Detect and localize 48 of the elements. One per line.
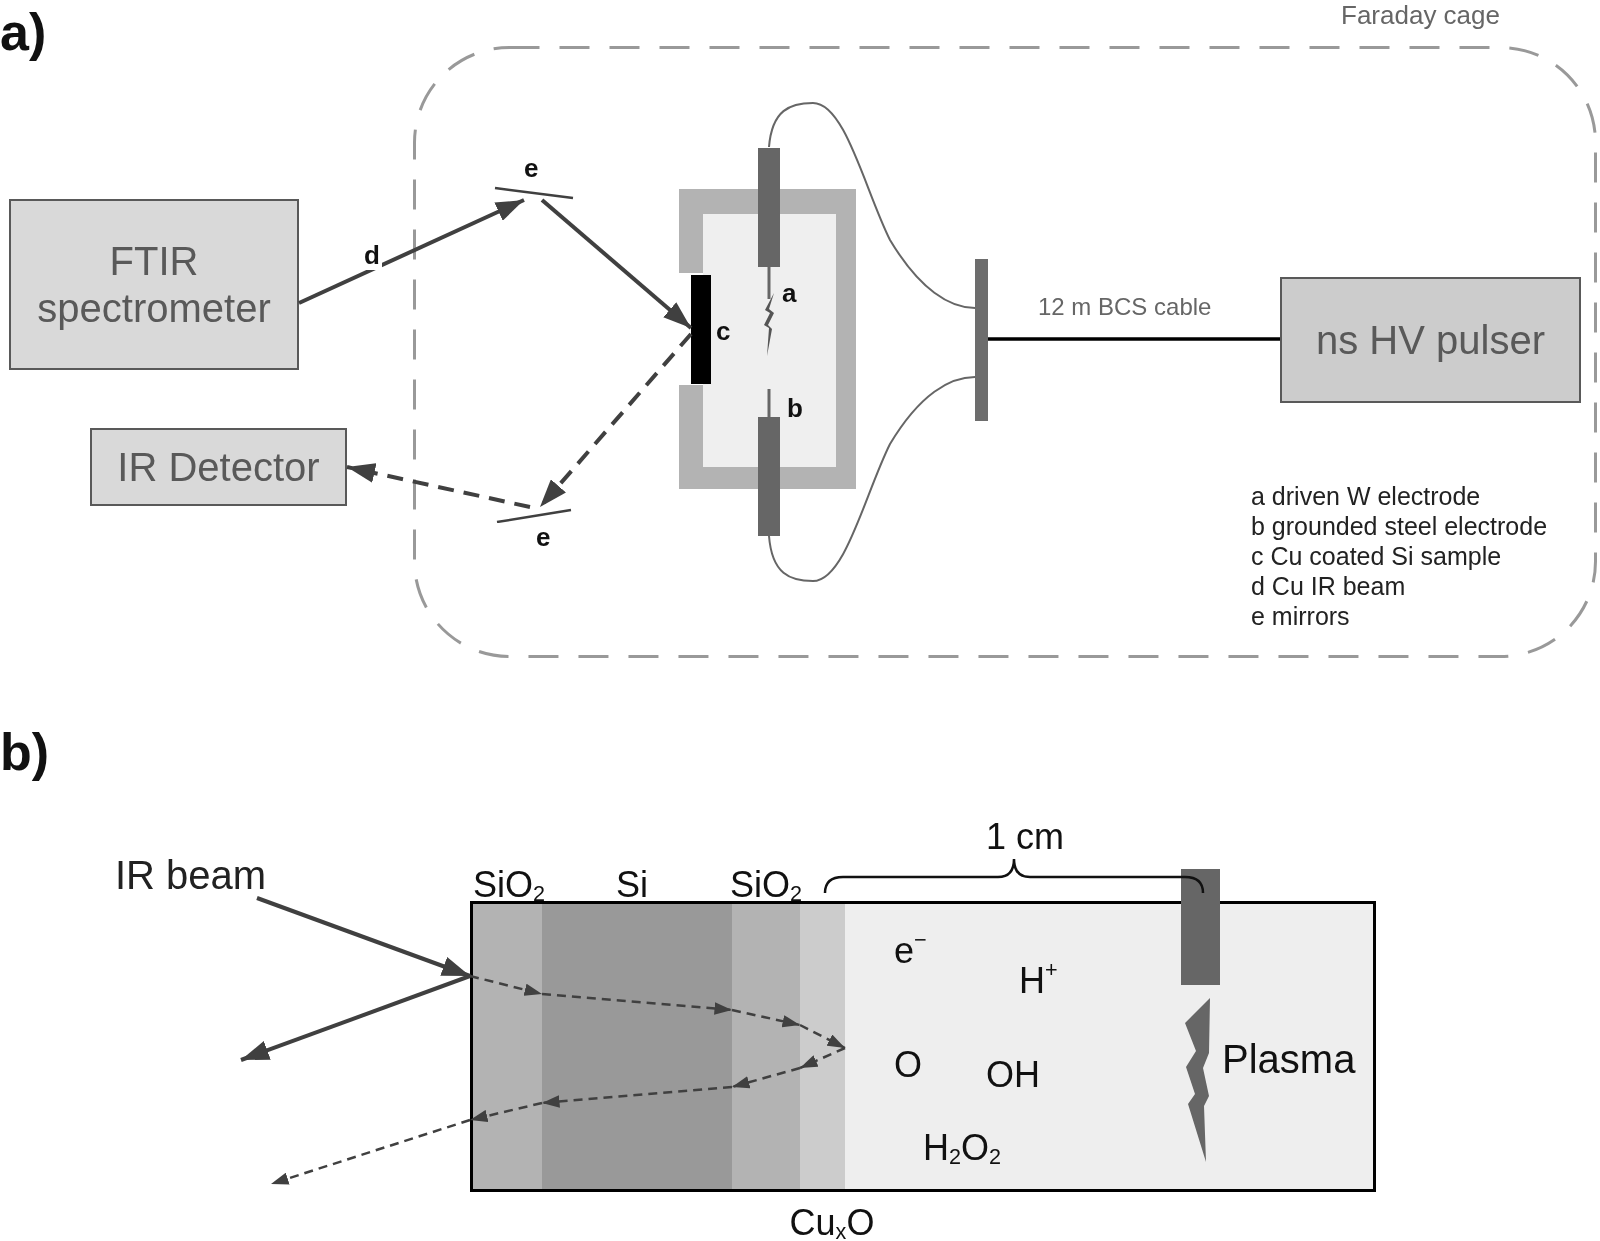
layer-label: Si: [616, 864, 648, 905]
wire: [768, 376, 976, 582]
sample-label: c: [716, 316, 731, 346]
species-label: e$^{−}$: [894, 930, 927, 971]
layer-label: Cu$_{x}$O: [789, 1202, 875, 1241]
mirror-label: e: [536, 522, 551, 552]
dashed-beam-arrow: [541, 1085, 733, 1108]
key-text: b grounded steel electrode: [1251, 512, 1548, 541]
layer-label: SiO$_{2}$: [730, 864, 802, 905]
layer-label: SiO$_{2}$: [473, 864, 545, 905]
key-text: e mirrors: [1251, 602, 1350, 631]
beam-arrow: [298, 198, 525, 305]
beam-arrow: [240, 974, 471, 1062]
beam-label: IR beam: [113, 852, 273, 898]
mirror-label: e: [524, 153, 539, 183]
beam-arrow: [256, 896, 471, 978]
dashed-beam-arrow: [346, 463, 531, 509]
dashed-beam-arrow: [469, 974, 543, 996]
dashed-beam-arrow: [799, 1023, 846, 1050]
plasma-region: [845, 901, 1376, 1192]
dashed-beam-arrow: [538, 332, 693, 509]
dashed-beam-arrow: [799, 1046, 846, 1070]
instrument-box: IR Detector: [90, 428, 347, 506]
dimension-label: 1 cm: [986, 816, 1064, 857]
cable-line: [988, 337, 1280, 341]
electrode-label: b: [787, 393, 803, 423]
plasma-label: Plasma: [1222, 1036, 1356, 1082]
panel-label: a): [0, 2, 47, 62]
key-text: a driven W electrode: [1251, 482, 1481, 511]
dashed-beam-arrow: [469, 1101, 543, 1123]
connector-bar: [975, 259, 988, 421]
dashed-beam-arrow: [731, 1066, 801, 1089]
dashed-beam-arrow: [541, 992, 733, 1015]
instrument-box: ns HV pulser: [1280, 277, 1581, 403]
species-label: H$_{2}$O$_{2}$: [923, 1127, 1002, 1168]
electrode-label: a: [782, 278, 797, 308]
instrument-box: FTIR spectrometer: [9, 199, 299, 370]
species-label: O: [894, 1044, 922, 1085]
dashed-beam-arrow: [270, 1118, 471, 1186]
cage-label: Faraday cage: [1341, 0, 1500, 30]
dashed-beam-arrow: [731, 1008, 801, 1028]
beam-arrow: [540, 198, 693, 330]
species-label: OH: [986, 1054, 1040, 1095]
panel-label: b): [0, 722, 50, 782]
species-label: H$^{+}$: [1019, 960, 1058, 1001]
wire: [768, 102, 976, 309]
key-text: d Cu IR beam: [1251, 572, 1406, 601]
key-text: c Cu coated Si sample: [1251, 542, 1502, 571]
